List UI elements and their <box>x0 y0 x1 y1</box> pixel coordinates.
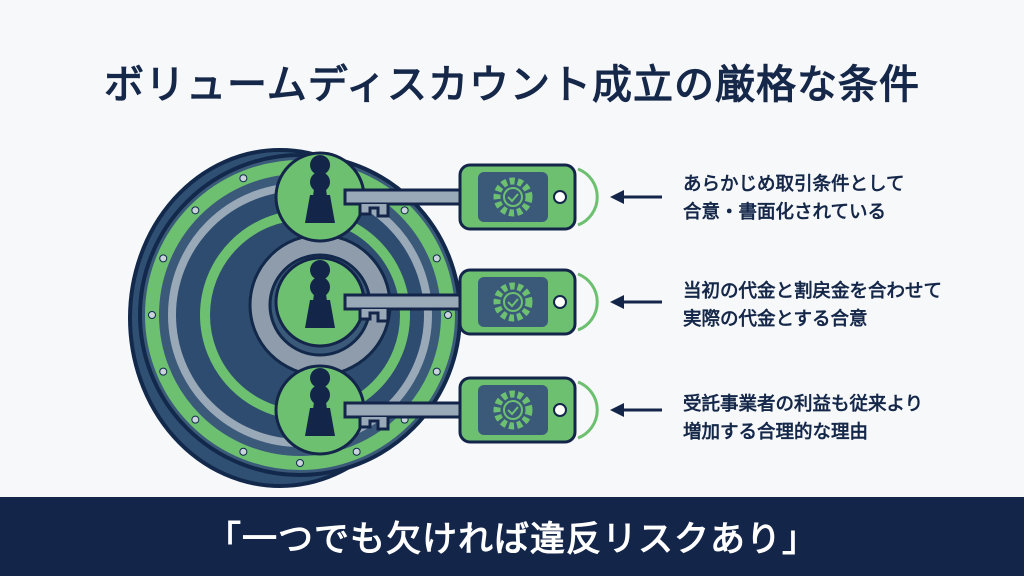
keyhole-icon <box>305 408 335 436</box>
rivet <box>296 459 304 467</box>
condition-1: あらかじめ取引条件として 合意・書面化されている <box>683 171 904 227</box>
rivet <box>159 367 168 376</box>
check-icon <box>503 400 523 420</box>
check-icon <box>507 193 519 203</box>
rivet <box>400 206 409 215</box>
rotate-arrow-icon <box>577 167 599 227</box>
arrow-left-icon <box>610 190 662 204</box>
key-ring-hole <box>553 295 567 309</box>
gear-icon <box>493 282 533 322</box>
page-title: ボリュームディスカウント成立の厳格な条件 <box>104 62 920 108</box>
gear-icon <box>493 390 533 430</box>
key-ring-hole <box>553 190 567 204</box>
keyhole-icon <box>305 195 335 223</box>
key-shaft <box>343 188 467 206</box>
condition-3-line1: 受託事業者の利益も従来より <box>683 394 924 415</box>
check-icon <box>503 187 523 207</box>
condition-2-line2: 実際の代金とする合意 <box>683 309 868 330</box>
rivet <box>239 447 248 456</box>
condition-3: 受託事業者の利益も従来より 増加する合理的な理由 <box>683 391 923 447</box>
keyhole-icon <box>310 172 330 192</box>
keyhole-icon <box>305 300 335 328</box>
check-icon <box>507 406 519 416</box>
check-icon <box>507 298 519 308</box>
rivet <box>432 254 441 263</box>
key-1 <box>274 151 599 243</box>
rivet <box>432 367 441 376</box>
key-ring-hole <box>553 403 567 417</box>
keys <box>274 151 599 456</box>
rivet <box>239 174 248 183</box>
condition-2-line1: 当初の代金と割戻金を合わせて <box>683 281 943 302</box>
condition-3-line2: 増加する合理的な理由 <box>683 422 869 443</box>
rivet <box>191 206 200 215</box>
footer-warning: 「一つでも欠ければ違反リスクあり」 <box>205 520 818 560</box>
key-3 <box>274 364 599 456</box>
condition-1-line2: 合意・書面化されている <box>683 202 886 223</box>
condition-2: 当初の代金と割戻金を合わせて 実際の代金とする合意 <box>683 278 942 334</box>
rivet <box>159 254 168 263</box>
key-shaft <box>343 401 467 419</box>
gear-icon <box>493 177 533 217</box>
arrow-left-icon <box>610 403 662 417</box>
key-shaft <box>343 293 467 311</box>
check-icon <box>503 292 523 312</box>
rotate-arrow-icon <box>577 380 599 440</box>
key-bit <box>358 309 390 323</box>
arrow-left-icon <box>610 295 662 309</box>
key-bit <box>358 417 390 431</box>
key-2 <box>274 256 599 348</box>
arrows <box>610 190 662 417</box>
key-bit <box>358 204 390 218</box>
rotate-arrow-icon <box>577 272 599 332</box>
condition-1-line1: あらかじめ取引条件として <box>683 174 905 195</box>
rivet <box>444 311 452 319</box>
footer-banner: 「一つでも欠ければ違反リスクあり」 <box>0 497 1024 576</box>
keyhole-icon <box>310 277 330 297</box>
rivet <box>352 447 361 456</box>
keyhole-icon <box>310 385 330 405</box>
rivet <box>191 415 200 424</box>
rivet <box>148 311 156 319</box>
